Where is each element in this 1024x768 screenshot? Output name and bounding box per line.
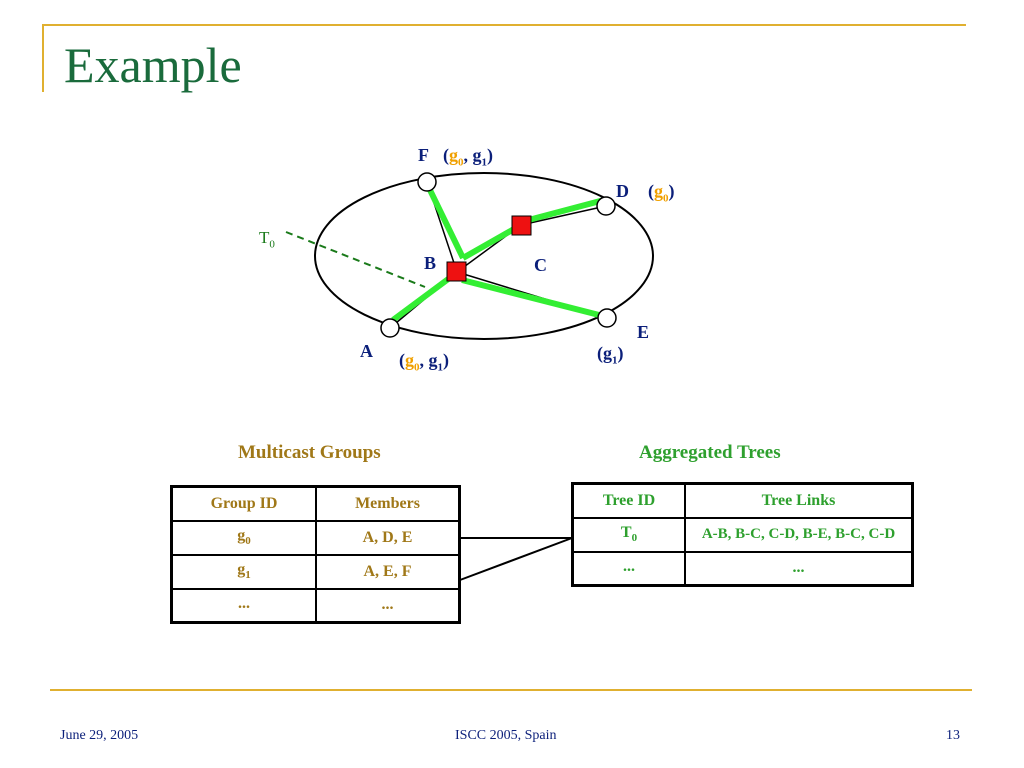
network-ellipse [314,172,654,340]
tree-edge-CD [520,197,605,225]
router-C [511,215,532,236]
g0-sub: 0 [663,192,669,205]
table-header-row: Tree ID Tree Links [571,482,914,519]
tree-links-cell: ... [684,550,914,587]
tree-id-sub: 0 [631,532,638,545]
table-row: ... ... [170,587,461,624]
column-header: Tree ID [571,482,686,519]
table-row: g1 A, E, F [170,553,461,590]
footer-page-number: 13 [946,728,960,743]
g0-letter: g [449,145,458,165]
group-id-cell: g1 [170,553,317,590]
g1-text: g1 [472,145,488,169]
g1-letter: g [472,145,482,165]
members-cell: A, D, E [315,519,461,556]
group-label-A: (g0, g1) [399,350,449,374]
node-label-B: B [424,253,437,273]
g0-letter: g [405,350,414,370]
g0-sub: 0 [414,361,420,374]
connector-lower [459,537,573,581]
tree-label-sub: 0 [269,238,275,251]
node-F [417,172,437,192]
table-row: T0 A-B, B-C, C-D, B-E, B-C, C-D [571,516,914,553]
group-id-cell: g0 [170,519,317,556]
g1-sub: 1 [437,361,444,374]
table-header-row: Group ID Members [170,485,461,522]
tree-id-cell: ... [571,550,686,587]
group-label-D: (g0) [648,181,675,205]
multicast-groups-heading: Multicast Groups [238,442,381,463]
group-id-sub: 1 [245,569,251,582]
group-id: ... [238,595,250,613]
side-rule [42,24,44,92]
sep: , [419,350,429,370]
tree-edge-F [427,188,466,260]
aggregated-trees-table: Tree ID Tree Links T0 A-B, B-C, C-D, B-E… [571,482,914,587]
g0-text: g0 [449,145,464,169]
group-label-E: (g1) [597,343,624,367]
sep: , [463,145,473,165]
paren: ) [487,145,493,165]
g1-sub: 1 [481,156,488,169]
paren: ) [443,350,449,370]
tree-label-T0: T0 [259,228,275,250]
paren: ( [648,181,654,201]
aggregated-trees-heading: Aggregated Trees [639,442,781,463]
link-C-D [520,205,607,226]
g1-letter: g [428,350,438,370]
column-header: Members [315,485,461,522]
tree-links-cell: A-B, B-C, C-D, B-E, B-C, C-D [684,516,914,553]
node-D [596,196,616,216]
node-A [380,318,400,338]
paren: ( [399,350,405,370]
group-label-F: (g0, g1) [443,145,493,169]
node-label-F: F [418,145,429,165]
g0-text: g0 [654,181,669,205]
group-id: g [237,561,246,579]
footer-date: June 29, 2005 [60,728,139,743]
g1-text: g1 [428,350,444,374]
g1-letter: g [603,343,612,363]
bottom-rule [50,689,972,691]
network-diagram [285,172,654,340]
slide-title: Example [64,37,242,93]
footer-venue: ISCC 2005, Spain [455,728,557,743]
paren: ) [617,343,624,363]
members-cell: ... [315,587,461,624]
members-cell: A, E, F [315,553,461,590]
tree-id: ... [623,558,635,576]
column-header: Tree Links [684,482,914,519]
tree-id: T [620,524,632,542]
top-rule [42,24,966,26]
paren: ) [668,181,675,201]
node-label-D: D [616,181,629,201]
table-row: g0 A, D, E [170,519,461,556]
tree-edge-BE [461,277,604,319]
paren: ( [443,145,449,165]
group-id-sub: 0 [245,535,251,548]
g0-sub: 0 [458,156,464,169]
node-label-A: A [360,341,373,361]
paren: ( [597,343,603,363]
tree-edge-BC [461,222,523,261]
column-header: Group ID [170,485,317,522]
multicast-groups-table: Group ID Members g0 A, D, E g1 A, E, F .… [170,485,461,624]
tree-id-cell: T0 [571,516,686,553]
g0-text: g0 [405,350,420,374]
node-label-C: C [534,255,547,275]
node-E [597,308,617,328]
tree-edge-AB [391,271,457,323]
group-id: g [237,527,246,545]
g0-letter: g [654,181,663,201]
tree-label-letter: T [259,228,270,247]
g1-text: g1 [603,343,618,367]
g1-sub: 1 [612,354,618,367]
group-id-cell: ... [170,587,317,624]
tree-T0-pointer [285,231,426,288]
table-row: ... ... [571,550,914,587]
router-B [446,261,467,282]
node-label-E: E [637,322,650,342]
